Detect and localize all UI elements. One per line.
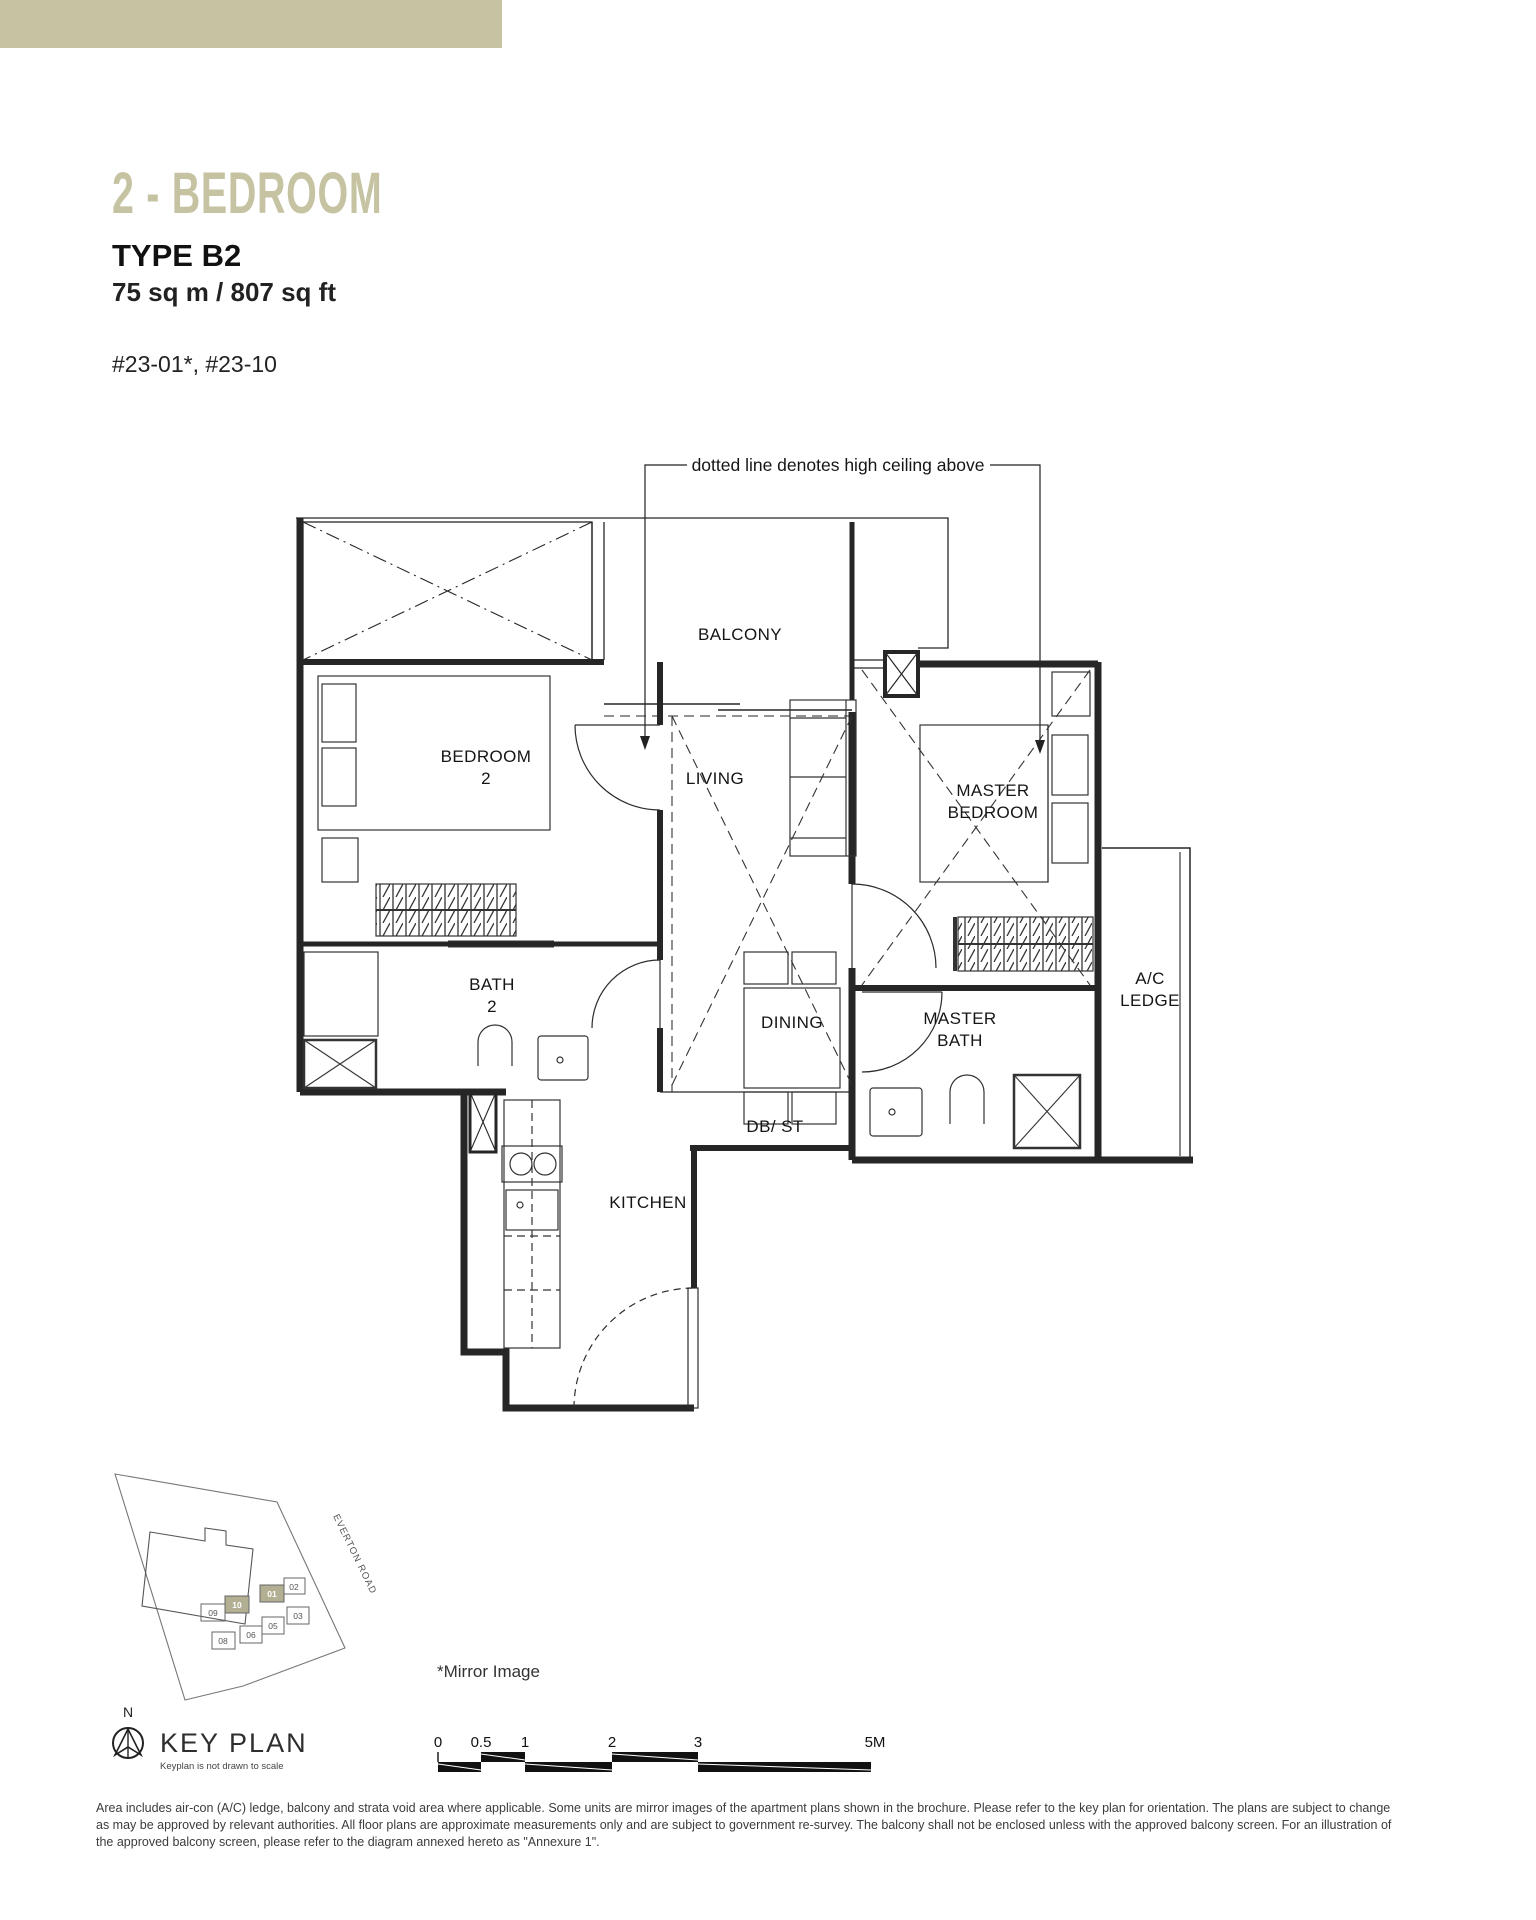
keyplan-unit-05: 05	[268, 1621, 278, 1631]
keyplan-unit-01: 01	[267, 1589, 277, 1599]
keyplan-unit-10: 10	[232, 1600, 242, 1610]
arrow-down-icon	[640, 736, 650, 750]
keyplan-unit-09: 09	[208, 1608, 218, 1618]
keyplan-note: Keyplan is not drawn to scale	[160, 1761, 284, 1772]
annotation-text: dotted line denotes high ceiling above	[692, 455, 985, 475]
room-label-kitchen: KITCHEN	[609, 1193, 686, 1212]
room-label-master-bedroom: MASTER	[956, 781, 1029, 800]
room-label-dining: DINING	[761, 1013, 823, 1032]
room-label-master-bedroom2: BEDROOM	[948, 803, 1039, 822]
scale-label-5m: 5M	[865, 1734, 886, 1751]
arrow-down-icon	[1035, 740, 1045, 754]
unit-type-label: TYPE B2	[112, 238, 242, 273]
high-ceiling-dashed-lines	[671, 669, 1091, 1092]
top-accent-bar	[0, 0, 502, 48]
plan-walls	[296, 517, 1193, 1412]
room-label-ac-ledge2: LEDGE	[1120, 991, 1180, 1010]
disclaimer-line-3: the approved balcony screen, please refe…	[96, 1835, 600, 1849]
keyplan-unit-02: 02	[289, 1582, 299, 1592]
room-label-living: LIVING	[686, 769, 744, 788]
room-label-master-bath2: BATH	[937, 1031, 983, 1050]
disclaimer: Area includes air-con (A/C) ledge, balco…	[96, 1800, 1496, 1851]
room-label-dbst: DB/ ST	[746, 1117, 803, 1136]
key-plan: 09 10 01 02 03 05 06 08 EVERTON ROAD N K…	[112, 1473, 379, 1772]
mirror-image-note: *Mirror Image	[437, 1662, 540, 1681]
unit-numbers: #23-01*, #23-10	[112, 351, 277, 377]
room-label-balcony: BALCONY	[698, 625, 782, 644]
scale-label-0: 0	[434, 1734, 442, 1751]
scale-label-1: 1	[521, 1734, 529, 1751]
room-label-bath2-num: 2	[487, 997, 497, 1016]
keyplan-unit-06: 06	[246, 1630, 256, 1640]
room-label-bath2: BATH	[469, 975, 515, 994]
door-swings	[573, 724, 943, 1409]
compass-icon	[112, 1727, 144, 1759]
keyplan-road-label: EVERTON ROAD	[330, 1512, 378, 1596]
keyplan-unit-03: 03	[293, 1611, 303, 1621]
room-label-bedroom2: BEDROOM	[441, 747, 532, 766]
scale-label-2: 2	[608, 1734, 616, 1751]
room-label-master-bath: MASTER	[923, 1009, 996, 1028]
scale-bar: 0 0.5 1 2 3 5M	[434, 1734, 886, 1772]
page-title: 2 - BEDROOM	[112, 161, 383, 226]
unit-area: 75 sq m / 807 sq ft	[112, 277, 336, 307]
keyplan-title: KEY PLAN	[160, 1728, 308, 1758]
scale-label-3: 3	[694, 1734, 702, 1751]
furniture	[302, 671, 1094, 1349]
room-label-ac-ledge: A/C	[1135, 969, 1165, 988]
compass-north-label: N	[123, 1704, 133, 1720]
keyplan-unit-08: 08	[218, 1636, 228, 1646]
room-label-bedroom2-num: 2	[481, 769, 491, 788]
high-ceiling-annotation	[640, 464, 1045, 754]
scale-label-05: 0.5	[471, 1734, 492, 1751]
disclaimer-line-2: as may be approved by relevant authoriti…	[96, 1818, 1392, 1832]
disclaimer-line-1: Area includes air-con (A/C) ledge, balco…	[96, 1801, 1391, 1815]
